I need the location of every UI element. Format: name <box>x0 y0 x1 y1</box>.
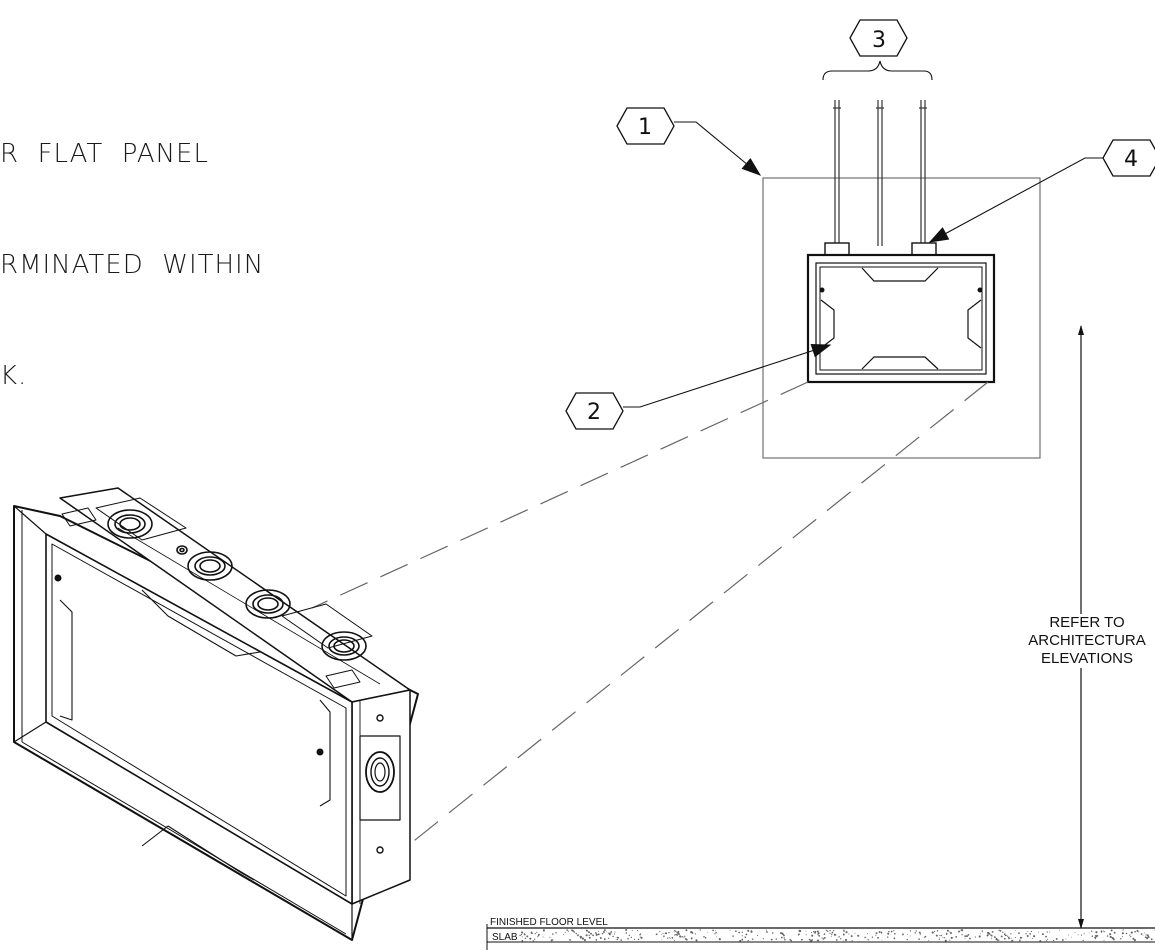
dimension-line-3: ELEVATIONS <box>1041 650 1133 667</box>
dimension-line-2: ARCHITECTURA <box>1028 632 1146 649</box>
dimension-line-1: REFER TO <box>1049 614 1125 631</box>
top-connectors <box>824 242 937 256</box>
callout-2: 2 <box>565 343 832 430</box>
isometric-recessed-box <box>13 487 419 941</box>
conduits <box>833 100 927 246</box>
note-line-2: RMINATED WITHIN <box>0 250 265 280</box>
callout-1-label: 1 <box>638 115 652 140</box>
dimension-note: REFER TO ARCHITECTURA ELEVATIONS <box>1012 614 1155 668</box>
callout-2-label: 2 <box>587 400 601 425</box>
finished-floor-label: FINISHED FLOOR LEVEL <box>490 917 608 928</box>
callout-1: 1 <box>616 107 762 176</box>
note-line-3: K. <box>0 361 28 391</box>
wall-area-outline <box>762 177 1041 459</box>
callout-4-label: 4 <box>1124 147 1138 172</box>
recessed-box-front <box>806 253 996 384</box>
slab-label: SLAB <box>492 932 518 943</box>
note-line-1: R FLAT PANEL <box>0 139 209 169</box>
callout-4: 4 <box>928 139 1155 243</box>
general-note: R FLAT PANEL RMINATED WITHIN K. <box>0 62 264 432</box>
projection-lines <box>311 381 989 853</box>
floor-slab <box>486 924 1155 950</box>
callout-3-label: 3 <box>872 28 886 53</box>
callout-3: 3 <box>822 19 933 81</box>
